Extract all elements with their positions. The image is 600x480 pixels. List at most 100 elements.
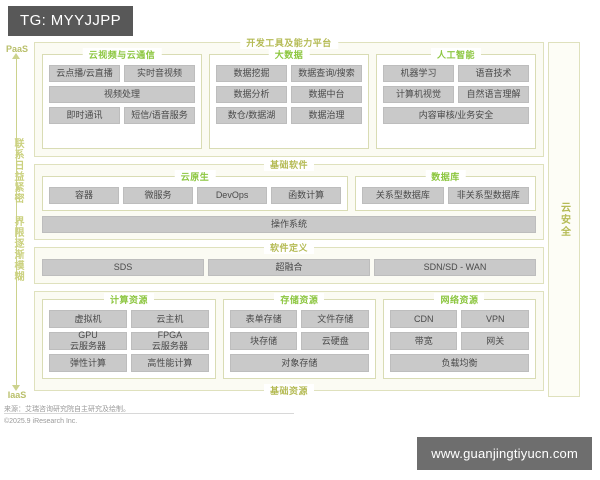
layer-title: 软件定义: [263, 241, 315, 254]
group-title: 计算资源: [103, 293, 154, 306]
service-tile[interactable]: 超融合: [208, 259, 370, 276]
service-tile[interactable]: 短信/语音服务: [124, 107, 195, 124]
service-tile[interactable]: 文件存储: [301, 310, 369, 328]
service-tile[interactable]: 数据查询/搜索: [291, 65, 362, 82]
service-tile[interactable]: 虚拟机: [49, 310, 127, 328]
layer-title: 基础软件: [263, 158, 315, 171]
service-tile[interactable]: CDN: [389, 310, 458, 328]
footer-divider: [4, 413, 294, 414]
tile-row: 带宽网关: [389, 332, 530, 350]
service-tile-operating-system[interactable]: 操作系统: [42, 216, 536, 233]
tile-row: 弹性计算高性能计算: [49, 354, 209, 372]
group-title: 人工智能: [430, 48, 482, 61]
service-tile[interactable]: 数仓/数据湖: [216, 107, 287, 124]
service-tile[interactable]: DevOps: [197, 187, 268, 204]
service-tile[interactable]: 负载均衡: [389, 354, 529, 372]
service-tile[interactable]: 数据治理: [291, 107, 362, 124]
axis-arrow-down-icon: [12, 385, 20, 391]
group-数据库: 数据库关系型数据库非关系型数据库: [355, 170, 536, 211]
tile-row: 表单存储文件存储: [229, 310, 369, 328]
service-tile[interactable]: 网关: [461, 332, 530, 350]
service-tile[interactable]: 关系型数据库: [362, 187, 444, 204]
footer: 来源：艾瑞咨询研究院自主研究及绘制。 ©2025.9 iResearch Inc…: [4, 404, 294, 428]
service-tile[interactable]: 微服务: [123, 187, 194, 204]
service-tile[interactable]: 数据分析: [216, 86, 287, 103]
group-大数据: 大数据数据挖掘数据查询/搜索数据分析数据中台数仓/数据湖数据治理: [209, 48, 369, 149]
layer-title: 基础资源: [263, 384, 315, 397]
tile-row: 计算机视觉自然语言理解: [383, 86, 529, 103]
service-tile[interactable]: 云主机: [130, 310, 209, 328]
service-tile[interactable]: 即时通讯: [49, 107, 120, 124]
footer-copyright: ©2025.9 iResearch Inc.: [4, 418, 78, 425]
service-tile[interactable]: 数据挖掘: [216, 65, 287, 82]
service-tile[interactable]: 表单存储: [229, 310, 298, 328]
service-tile[interactable]: SDN/SD - WAN: [374, 259, 536, 276]
axis-bottom-label: IaaS: [7, 390, 27, 400]
service-tile[interactable]: 计算机视觉: [383, 86, 454, 103]
paas-iaas-axis: PaaS 联系日益紧密 界限逐渐模糊 IaaS: [0, 42, 34, 400]
service-tile[interactable]: 视频处理: [49, 86, 195, 103]
tile-row: 即时通讯短信/语音服务: [49, 107, 195, 124]
tile-row: 虚拟机云主机: [49, 310, 209, 328]
service-tile[interactable]: 非关系型数据库: [447, 187, 529, 204]
axis-arrow-up-icon: [12, 53, 20, 59]
group-title: 网络资源: [434, 293, 485, 306]
service-tile[interactable]: VPN: [461, 310, 530, 328]
tile-row: 视频处理: [49, 86, 195, 103]
tile-row: 关系型数据库非关系型数据库: [362, 187, 529, 204]
tile-row: 内容审核/业务安全: [383, 107, 529, 124]
axis-line: [16, 58, 17, 386]
service-tile[interactable]: 带宽: [389, 332, 458, 350]
group-title: 云原生: [174, 170, 216, 183]
axis-vertical-note: 联系日益紧密 界限逐渐模糊: [12, 138, 23, 282]
tile-row: 机器学习语音技术: [383, 65, 529, 82]
tile-row: 负载均衡: [389, 354, 529, 372]
service-tile[interactable]: 实时音视频: [124, 65, 195, 82]
service-tile[interactable]: 云硬盘: [301, 332, 369, 350]
footer-source: 来源：艾瑞咨询研究院自主研究及绘制。: [4, 406, 130, 413]
tile-row: 数据分析数据中台: [216, 86, 362, 103]
service-tile[interactable]: 块存储: [229, 332, 298, 350]
service-tile[interactable]: 机器学习: [383, 65, 454, 82]
axis-top-label: PaaS: [5, 44, 29, 54]
cloud-security-label: 云安全: [558, 201, 570, 238]
tile-row: 对象存储: [229, 354, 369, 372]
tile-row: 数据挖掘数据查询/搜索: [216, 65, 362, 82]
layer-stack: 开发工具及能力平台云视频与云通信云点播/云直播实时音视频视频处理即时通讯短信/语…: [34, 36, 544, 397]
group-title: 云视频与云通信: [82, 48, 162, 61]
service-tile[interactable]: 内容审核/业务安全: [383, 107, 529, 124]
service-tile[interactable]: 语音技术: [458, 65, 529, 82]
tile-row: 块存储云硬盘: [229, 332, 369, 350]
group-云视频与云通信: 云视频与云通信云点播/云直播实时音视频视频处理即时通讯短信/语音服务: [42, 48, 202, 149]
service-tile[interactable]: 云点播/云直播: [49, 65, 120, 82]
group-title: 大数据: [268, 48, 310, 61]
service-tile[interactable]: 弹性计算: [49, 354, 127, 372]
service-tile[interactable]: 自然语言理解: [458, 86, 529, 103]
service-tile[interactable]: 高性能计算: [130, 354, 209, 372]
group-container: 云视频与云通信云点播/云直播实时音视频视频处理即时通讯短信/语音服务大数据数据挖…: [42, 48, 536, 149]
tile-row: 云点播/云直播实时音视频: [49, 65, 195, 82]
service-tile[interactable]: 对象存储: [229, 354, 369, 372]
cloud-security-column: 云安全: [548, 42, 580, 397]
group-存储资源: 存储资源表单存储文件存储块存储云硬盘对象存储: [222, 293, 376, 379]
tile-row: 数仓/数据湖数据治理: [216, 107, 362, 124]
service-tile[interactable]: 函数计算: [271, 187, 342, 204]
service-tile[interactable]: 数据中台: [291, 86, 362, 103]
group-title: 存储资源: [274, 293, 325, 306]
group-title: 数据库: [425, 170, 466, 183]
service-tile[interactable]: 容器: [49, 187, 120, 204]
service-tile[interactable]: SDS: [42, 259, 204, 276]
